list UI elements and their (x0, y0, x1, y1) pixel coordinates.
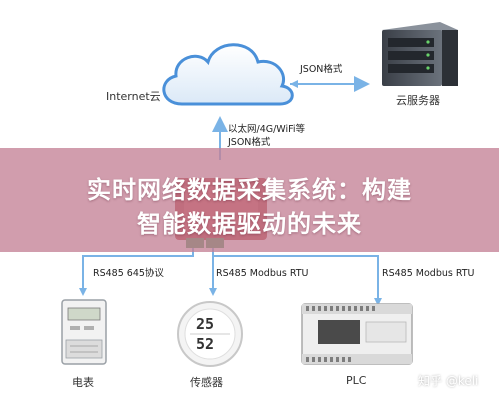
cloud-server-label: 云服务器 (396, 94, 440, 107)
cloud-icon (162, 43, 294, 106)
uplink-label-line2: JSON格式 (228, 137, 271, 148)
json-format-top-label: JSON格式 (300, 64, 343, 75)
banner-title-line1: 实时网络数据采集系统：构建 (87, 176, 412, 204)
meter-label: 电表 (72, 376, 94, 389)
banner-title-line2: 智能数据驱动的未来 (137, 210, 362, 238)
rs485-bus (82, 248, 379, 300)
electric-meter-icon (61, 299, 107, 365)
internet-cloud-label: Internet云 (106, 90, 161, 103)
rs485-mid-label: RS485 Modbus RTU (216, 268, 309, 279)
sensor-display: 25 52 (196, 316, 214, 352)
sensor-icon (177, 301, 243, 367)
rs485-right-label: RS485 Modbus RTU (382, 268, 475, 279)
plc-label: PLC (346, 374, 367, 387)
sensor-value-bottom: 52 (196, 335, 215, 353)
rs485-left-label: RS485 645协议 (93, 268, 164, 279)
watermark: 知乎 @keli (418, 374, 479, 388)
uplink-label-line1: 以太网/4G/WiFi等 (228, 124, 306, 135)
server-icon (382, 22, 458, 86)
sensor-label: 传感器 (190, 376, 223, 389)
plc-icon (301, 303, 413, 365)
title-banner (0, 148, 499, 252)
sensor-value-top: 25 (196, 315, 215, 333)
